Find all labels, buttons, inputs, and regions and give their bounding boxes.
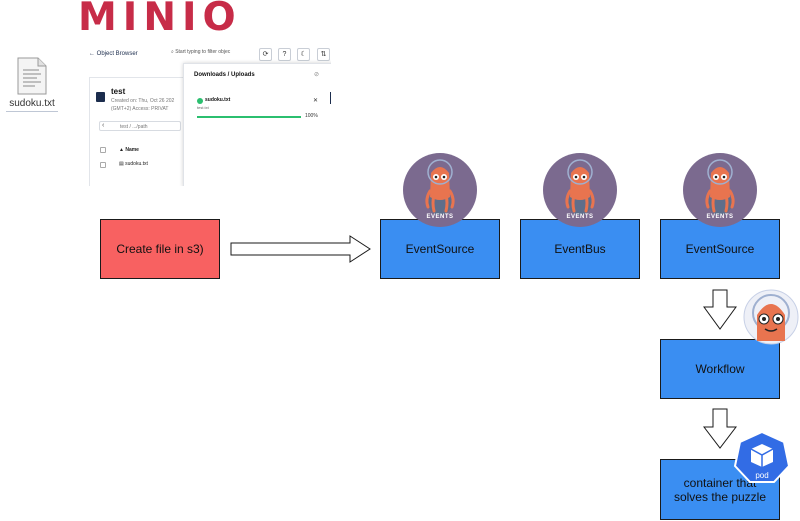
- chevron-left-icon[interactable]: ‹: [102, 122, 105, 129]
- help-button[interactable]: ?: [278, 48, 291, 61]
- panel-edge: [330, 92, 331, 104]
- flow-arrow-down-1: [703, 289, 737, 330]
- events-badge-label: EVENTS: [426, 214, 454, 220]
- kubernetes-pod-icon: [733, 430, 791, 483]
- progress-percent: 100%: [305, 113, 318, 119]
- minio-logo: MINIO: [78, 0, 242, 40]
- clear-icon[interactable]: ⊘: [314, 72, 320, 78]
- refresh-button[interactable]: ⟳: [259, 48, 272, 61]
- minio-browser-screenshot: ← Object Browser ⌕ Start typing to filte…: [89, 45, 331, 186]
- eventsource-node-1: EventSource: [380, 219, 500, 279]
- theme-button[interactable]: ☾: [297, 48, 310, 61]
- create-file-node: Create file in s3): [100, 219, 220, 279]
- argo-events-icon: [403, 153, 477, 227]
- name-column-header[interactable]: ▲ Name: [119, 147, 139, 153]
- download-sub: test.txt: [197, 105, 209, 110]
- path-input[interactable]: test / .../path: [99, 121, 181, 131]
- popup-title: Downloads / Uploads: [194, 72, 255, 78]
- progress-fill: [197, 116, 301, 118]
- row-checkbox[interactable]: [100, 162, 106, 168]
- success-icon: [197, 98, 203, 104]
- file-name-label: sudoku.txt: [6, 98, 58, 112]
- argo-events-icon: [543, 153, 617, 227]
- select-all-checkbox[interactable]: [100, 147, 106, 153]
- bucket-meta: Created on: Thu, Oct 26 202 (GMT+2) Acce…: [111, 98, 175, 112]
- eventsource-node-2: EventSource: [660, 219, 780, 279]
- file-row[interactable]: ▤ sudoku.txt: [119, 161, 148, 167]
- bucket-icon: [96, 92, 105, 102]
- argo-workflows-icon: [743, 289, 799, 345]
- back-link[interactable]: ← Object Browser: [89, 51, 138, 57]
- filter-search[interactable]: ⌕ Start typing to filter objec: [171, 49, 231, 55]
- events-badge-label: EVENTS: [706, 214, 734, 220]
- pod-label: pod: [755, 471, 769, 480]
- flow-arrow-right: [230, 235, 371, 263]
- events-badge-label: EVENTS: [566, 214, 594, 220]
- eventbus-node: EventBus: [520, 219, 640, 279]
- bucket-panel: [89, 77, 186, 186]
- flow-arrow-down-2: [702, 408, 738, 449]
- workflow-node: Workflow: [660, 339, 780, 399]
- bucket-title: test: [111, 87, 126, 96]
- argo-events-icon: [683, 153, 757, 227]
- downloads-popup: Downloads / Uploads ⊘ sudoku.txt test.tx…: [183, 63, 331, 186]
- close-icon[interactable]: ✕: [313, 98, 319, 104]
- text-file-icon: [17, 57, 47, 95]
- download-name: sudoku.txt: [205, 97, 231, 103]
- downloads-button[interactable]: ⇅: [317, 48, 330, 61]
